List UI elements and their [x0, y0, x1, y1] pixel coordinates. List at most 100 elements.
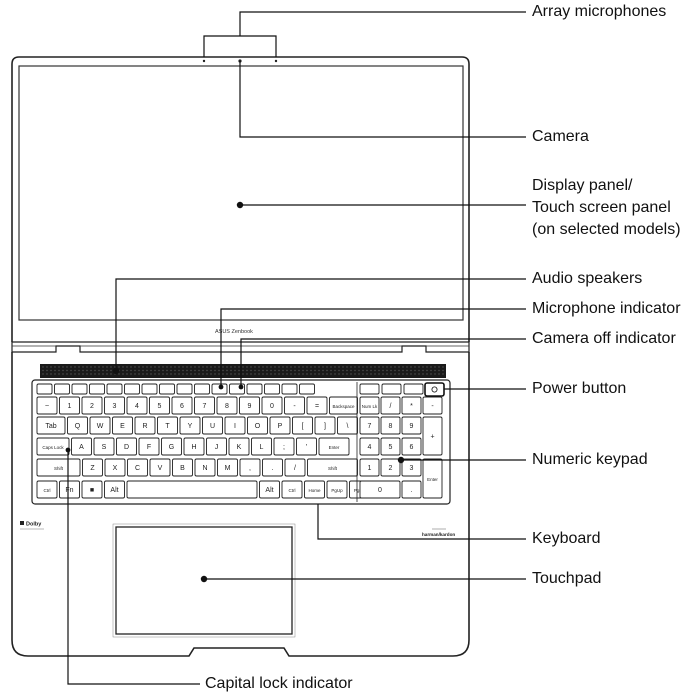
- function-extra-2-key[interactable]: [403, 383, 424, 395]
- row1-13-key[interactable]: [329, 396, 358, 415]
- row5-5-key[interactable]: [259, 480, 280, 499]
- row3-1-key[interactable]: [71, 437, 92, 456]
- row2-9-key-label: O: [255, 423, 261, 430]
- row3-11-key[interactable]: [296, 437, 317, 456]
- function-3-key[interactable]: [89, 383, 105, 395]
- numpad-5-key[interactable]: [380, 416, 401, 435]
- row4-8-key[interactable]: [239, 458, 261, 477]
- numpad-0-key[interactable]: [359, 396, 380, 415]
- numpad-13-key[interactable]: [401, 458, 422, 477]
- function-8-key[interactable]: [176, 383, 193, 395]
- function-extra-1-key[interactable]: [381, 383, 402, 395]
- function-15-key[interactable]: [299, 383, 315, 395]
- row2-4-key[interactable]: [134, 416, 156, 435]
- row2-12-key[interactable]: [314, 416, 336, 435]
- function-9-key[interactable]: [194, 383, 210, 395]
- row4-4-key[interactable]: [149, 458, 171, 477]
- row4-2-key[interactable]: [104, 458, 126, 477]
- row5-3-key[interactable]: [104, 480, 125, 499]
- numpad-8-key[interactable]: [359, 437, 380, 456]
- row2-8-key[interactable]: [224, 416, 246, 435]
- row3-0-key[interactable]: [36, 437, 70, 456]
- row3-7-key[interactable]: [206, 437, 227, 456]
- function-1-key[interactable]: [54, 383, 70, 395]
- row1-8-key[interactable]: [216, 396, 238, 415]
- row1-2-key[interactable]: [81, 396, 103, 415]
- function-12-key[interactable]: [246, 383, 263, 395]
- row1-7-key[interactable]: [194, 396, 215, 415]
- numpad-9-key[interactable]: [380, 437, 401, 456]
- row3-10-key[interactable]: [273, 437, 295, 456]
- row5-6-key[interactable]: [281, 480, 303, 499]
- row1-12-key[interactable]: [306, 396, 328, 415]
- row1-0-key[interactable]: [36, 396, 58, 415]
- numpad-16-key[interactable]: [401, 480, 422, 499]
- row1-3-key[interactable]: [104, 396, 125, 415]
- row3-3-key[interactable]: [116, 437, 137, 456]
- row4-10-key[interactable]: [284, 458, 306, 477]
- row3-4-key[interactable]: [138, 437, 160, 456]
- row2-5-key[interactable]: [157, 416, 178, 435]
- row2-7-key[interactable]: [202, 416, 223, 435]
- numpad-6-key[interactable]: [401, 416, 422, 435]
- row2-13-key[interactable]: [337, 416, 358, 435]
- numpad-1-key[interactable]: [380, 396, 401, 415]
- row3-12-key[interactable]: [318, 437, 350, 456]
- row3-6-key[interactable]: [183, 437, 205, 456]
- numpad-14-key[interactable]: [422, 458, 443, 499]
- function-7-key[interactable]: [159, 383, 175, 395]
- row1-5-key[interactable]: [149, 396, 170, 415]
- row5-0-key[interactable]: [36, 480, 58, 499]
- row1-6-key[interactable]: [171, 396, 193, 415]
- row4-6-key[interactable]: [194, 458, 216, 477]
- row2-6-key[interactable]: [179, 416, 201, 435]
- row1-11-key[interactable]: [284, 396, 305, 415]
- row2-11-key[interactable]: [292, 416, 313, 435]
- row4-1-key[interactable]: [82, 458, 103, 477]
- function-5-key[interactable]: [124, 383, 140, 395]
- row2-0-key[interactable]: [36, 416, 66, 435]
- numpad-10-key[interactable]: [401, 437, 422, 456]
- row1-4-key[interactable]: [126, 396, 148, 415]
- numpad-15-key[interactable]: [359, 480, 401, 499]
- numpad-3-key[interactable]: [422, 396, 443, 415]
- function-2-key[interactable]: [71, 383, 88, 395]
- numpad-7-key[interactable]: [422, 416, 443, 456]
- row4-11-key[interactable]: [307, 458, 358, 477]
- row5-8-key[interactable]: [326, 480, 348, 499]
- row1-1-key[interactable]: [59, 396, 80, 415]
- row1-9-key[interactable]: [239, 396, 260, 415]
- row1-10-key[interactable]: [261, 396, 283, 415]
- numpad-2-key[interactable]: [401, 396, 422, 415]
- touchpad[interactable]: [115, 526, 293, 635]
- row5-7-key[interactable]: [304, 480, 325, 499]
- row2-10-key[interactable]: [269, 416, 291, 435]
- function-6-key[interactable]: [141, 383, 158, 395]
- function-14-key[interactable]: [281, 383, 298, 395]
- function-extra-0-key[interactable]: [359, 383, 380, 395]
- function-4-key[interactable]: [106, 383, 123, 395]
- row4-9-key[interactable]: [262, 458, 283, 477]
- function-13-key[interactable]: [264, 383, 280, 395]
- row4-7-key[interactable]: [217, 458, 238, 477]
- row3-8-key[interactable]: [228, 437, 250, 456]
- row4-0-key[interactable]: [36, 458, 81, 477]
- numpad-11-key[interactable]: [359, 458, 380, 477]
- numpad-4-key[interactable]: [359, 416, 380, 435]
- display-panel[interactable]: [18, 65, 464, 321]
- row5-2-key[interactable]: [81, 480, 103, 499]
- numpad-12-key[interactable]: [380, 458, 401, 477]
- row2-2-key[interactable]: [89, 416, 111, 435]
- row3-2-key[interactable]: [93, 437, 115, 456]
- row2-9-key[interactable]: [247, 416, 268, 435]
- row3-9-key[interactable]: [251, 437, 272, 456]
- row2-3-key[interactable]: [112, 416, 133, 435]
- power-button[interactable]: [424, 382, 445, 397]
- row3-5-key[interactable]: [161, 437, 182, 456]
- row5-4-key[interactable]: [126, 480, 258, 499]
- row2-1-key[interactable]: [67, 416, 88, 435]
- row5-1-key[interactable]: [59, 480, 80, 499]
- row4-5-key[interactable]: [172, 458, 193, 477]
- function-0-key[interactable]: [36, 383, 53, 395]
- row4-3-key[interactable]: [127, 458, 148, 477]
